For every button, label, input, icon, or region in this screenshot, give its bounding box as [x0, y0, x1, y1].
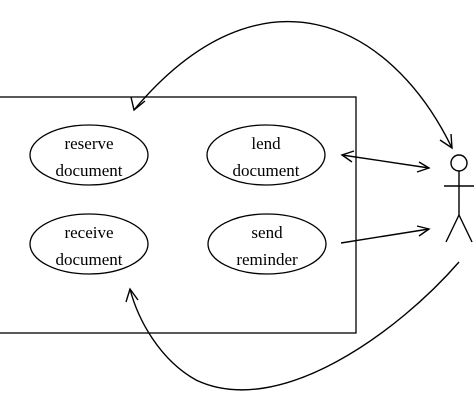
use-case-label-line2: document — [55, 161, 122, 180]
use-case-label-line1: send — [251, 223, 283, 242]
use-case-label-line1: reserve — [64, 134, 113, 153]
use-case-receive-document[interactable]: receive document — [29, 213, 149, 275]
arrowhead-lend — [340, 150, 355, 163]
actor-right-leg — [458, 214, 473, 243]
use-case-ellipse — [29, 124, 149, 186]
use-case-label-line1: lend — [251, 134, 281, 153]
association-actor-receive — [125, 261, 460, 391]
use-case-ellipse — [29, 213, 149, 275]
use-case-label-line2: document — [232, 161, 299, 180]
use-case-reserve-document[interactable]: reserve document — [29, 124, 149, 186]
lend-line — [341, 154, 430, 169]
association-actor-reserve — [130, 20, 453, 150]
association-reminder-actor — [340, 225, 431, 244]
actor-left-leg — [445, 214, 460, 243]
curve-path — [129, 261, 460, 391]
use-case-ellipse — [207, 213, 327, 275]
system-boundary — [0, 96, 357, 334]
use-case-ellipse — [206, 124, 326, 186]
arrowhead-actor-lend — [416, 161, 431, 173]
reminder-line — [340, 228, 430, 244]
use-case-lend-document[interactable]: lend document — [206, 124, 326, 186]
actor-head — [450, 154, 468, 172]
use-case-label-line1: receive — [64, 223, 113, 242]
arrowhead-actor-top — [439, 133, 453, 150]
curve-path — [133, 20, 453, 149]
actor-stick-figure-icon[interactable] — [444, 154, 474, 243]
arrowhead-reserve — [130, 96, 146, 112]
use-case-send-reminder[interactable]: send reminder — [207, 213, 327, 275]
arrowhead-actor-reminder — [416, 225, 431, 237]
association-lend-actor — [340, 150, 431, 173]
arrowhead-receive — [125, 287, 139, 303]
use-case-label-line2: document — [55, 250, 122, 269]
use-case-label-line2: reminder — [236, 250, 298, 269]
